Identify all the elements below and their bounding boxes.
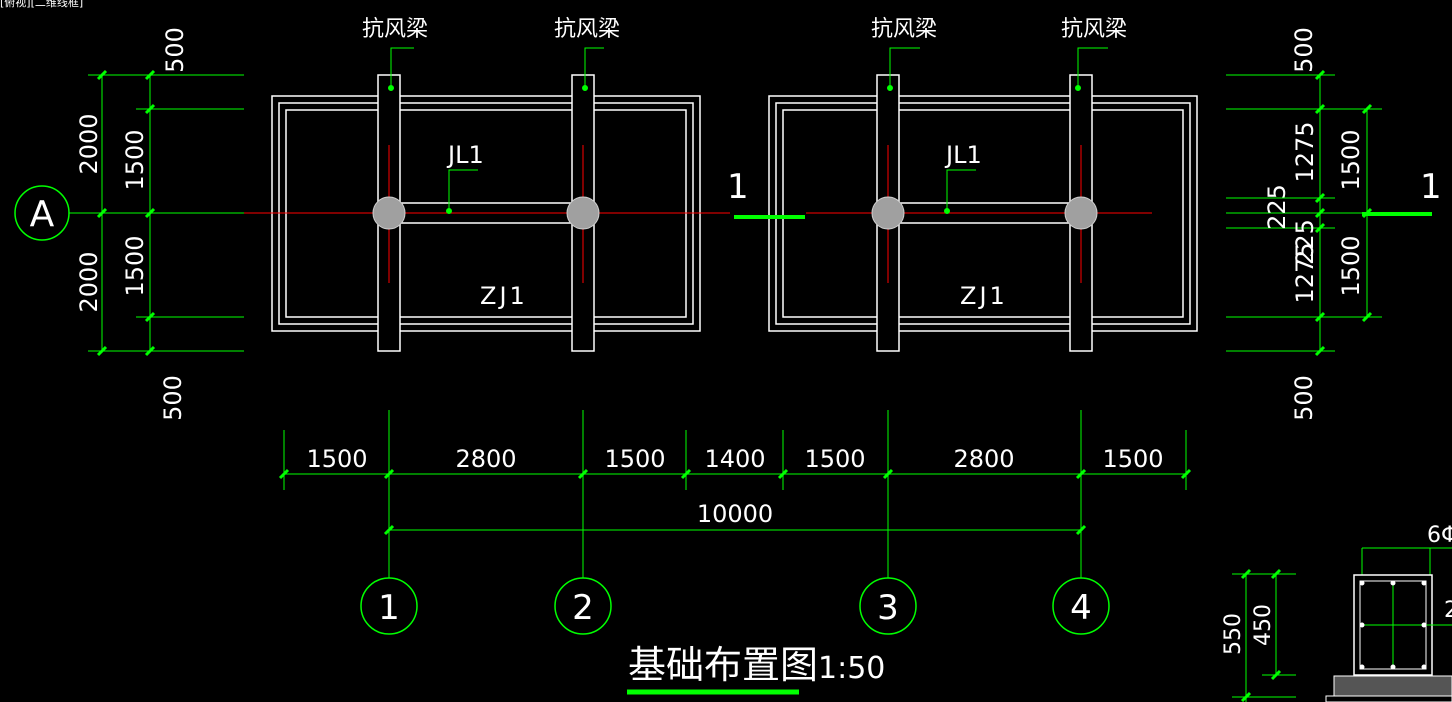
footing-label-2: ZJ1 bbox=[960, 282, 1008, 310]
right-dim-1275-b: 1275 bbox=[1291, 242, 1319, 303]
columns bbox=[372, 196, 1098, 230]
axis-bubble-4: 4 bbox=[1070, 588, 1092, 628]
right-dim-bottom-500: 500 bbox=[1290, 375, 1318, 421]
bottom-dim-6: 2800 bbox=[953, 445, 1014, 473]
detail-rebar-note: 6Φ bbox=[1427, 523, 1452, 548]
footing-label-1: ZJ1 bbox=[480, 282, 528, 310]
detail-dim-550: 550 bbox=[1221, 613, 1246, 655]
bottom-dim-total: 10000 bbox=[697, 500, 773, 528]
viewport-label: [俯视][二维线框] bbox=[0, 0, 84, 9]
axis-bubble-1: 1 bbox=[378, 588, 400, 628]
bottom-dim-4: 1400 bbox=[704, 445, 765, 473]
svg-text:A: A bbox=[30, 194, 55, 235]
axis-bubble-3: 3 bbox=[877, 588, 899, 628]
section-mark: 1 1 bbox=[727, 167, 1442, 219]
detail-section: 550 450 6Φ 2 bbox=[1221, 523, 1452, 702]
tie-beam-label-1: JL1 bbox=[446, 141, 484, 169]
right-dim-225-a: 225 bbox=[1263, 184, 1291, 230]
axis-bubble-2: 2 bbox=[572, 588, 594, 628]
drawing-scale: 1:50 bbox=[818, 651, 885, 686]
left-dim-2000-b: 2000 bbox=[75, 251, 103, 312]
detail-side-note: 2 bbox=[1444, 598, 1452, 623]
bottom-dimensions bbox=[278, 410, 1192, 578]
wind-beam-label-3: 抗风梁 bbox=[871, 17, 937, 42]
left-dim-bottom-500: 500 bbox=[159, 375, 187, 421]
right-dim-1500-b: 1500 bbox=[1337, 235, 1365, 296]
column-4 bbox=[1064, 196, 1098, 230]
bottom-dim-5: 1500 bbox=[804, 445, 865, 473]
footing-right bbox=[768, 95, 1198, 332]
bottom-dim-7: 1500 bbox=[1102, 445, 1163, 473]
left-dim-1500-b: 1500 bbox=[121, 235, 149, 296]
column-1 bbox=[372, 196, 406, 230]
right-dim-1275-a: 1275 bbox=[1291, 121, 1319, 182]
tie-beam-leaders bbox=[446, 169, 976, 214]
bottom-dim-1: 1500 bbox=[306, 445, 367, 473]
left-dimensions bbox=[88, 69, 244, 357]
left-dim-1500-a: 1500 bbox=[121, 129, 149, 190]
right-dimensions bbox=[1226, 69, 1382, 357]
right-dim-1500-a: 1500 bbox=[1337, 129, 1365, 190]
bottom-dim-3: 1500 bbox=[604, 445, 665, 473]
drawing-title: 基础布置图 1:50 bbox=[627, 643, 885, 695]
left-dim-2000-a: 2000 bbox=[75, 113, 103, 174]
wind-beam-label-1: 抗风梁 bbox=[362, 17, 428, 42]
column-2 bbox=[566, 196, 600, 230]
axis-bubbles bbox=[360, 577, 1110, 635]
wind-beam-label-2: 抗风梁 bbox=[554, 17, 620, 42]
svg-text:1: 1 bbox=[727, 167, 749, 207]
axis-bubble-a: A bbox=[14, 185, 100, 241]
left-dim-top-500: 500 bbox=[161, 27, 189, 73]
drawing-title-text: 基础布置图 bbox=[628, 643, 818, 687]
right-dim-top-500: 500 bbox=[1290, 27, 1318, 73]
right-dim-225-b: 225 bbox=[1291, 219, 1319, 265]
column-3 bbox=[871, 196, 905, 230]
wind-beam-label-4: 抗风梁 bbox=[1061, 17, 1127, 42]
wind-beam-leaders bbox=[388, 47, 1108, 91]
section-mark-right: 1 bbox=[1420, 167, 1442, 207]
tie-beam-label-2: JL1 bbox=[944, 141, 982, 169]
detail-dim-450: 450 bbox=[1251, 604, 1276, 646]
bottom-dim-2: 2800 bbox=[455, 445, 516, 473]
